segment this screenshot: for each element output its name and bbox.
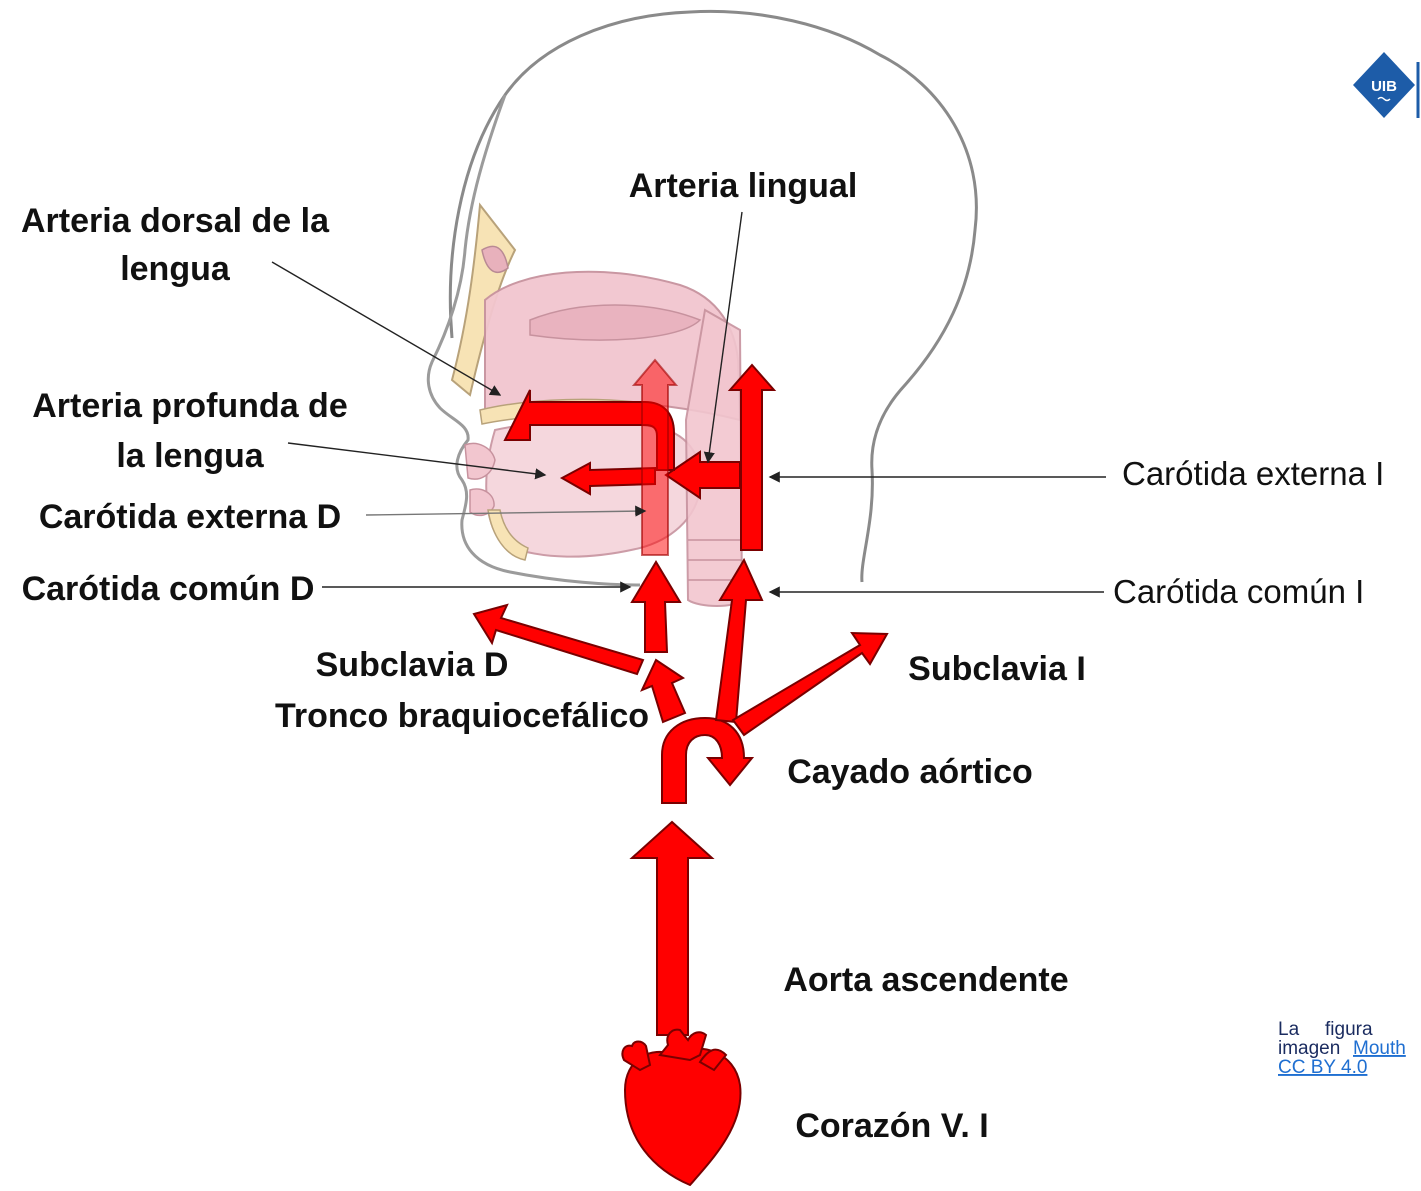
label-carotida-comun-i: Carótida común I	[1113, 573, 1364, 610]
label-corazon: Corazón V. I	[795, 1107, 988, 1145]
label-arteria-profunda-line2: la lengua	[116, 437, 264, 475]
credit-line2-prefix: imagen	[1278, 1038, 1340, 1059]
credit-link-license[interactable]: CC BY 4.0	[1278, 1057, 1367, 1078]
heart-illustration	[622, 1030, 740, 1185]
arrow-subclavia-i	[733, 633, 887, 735]
label-arteria-dorsal-line1: Arteria dorsal de la	[21, 202, 330, 240]
label-arteria-dorsal-line2: lengua	[120, 250, 231, 288]
uib-logo: UIB	[1353, 52, 1418, 118]
arrow-cayado-aortico	[662, 718, 752, 803]
label-carotida-comun-d: Carótida común D	[22, 570, 315, 608]
credit-line1-a: La	[1278, 1019, 1300, 1040]
label-carotida-externa-d: Carótida externa D	[39, 498, 341, 536]
label-carotida-externa-i: Carótida externa I	[1122, 455, 1384, 492]
credit-text: La figura imagen Mouth CC BY 4.0	[1278, 1019, 1406, 1078]
head-illustration	[428, 11, 976, 606]
credit-line1-b: figura	[1325, 1019, 1373, 1040]
label-subclavia-i: Subclavia I	[908, 650, 1086, 688]
label-aorta-ascendente: Aorta ascendente	[783, 961, 1068, 999]
credit-link-mouth[interactable]: Mouth	[1353, 1038, 1406, 1059]
label-arteria-profunda-line1: Arteria profunda de	[32, 387, 347, 425]
label-subclavia-d: Subclavia D	[316, 646, 509, 684]
arrow-carotida-comun-d	[632, 562, 680, 652]
label-tronco-braquiocefalico: Tronco braquiocefálico	[275, 697, 649, 735]
arrow-aorta-ascendente	[632, 822, 712, 1035]
uib-logo-text: UIB	[1371, 78, 1397, 95]
label-arteria-lingual: Arteria lingual	[629, 167, 858, 205]
label-cayado-aortico: Cayado aórtico	[787, 753, 1033, 791]
